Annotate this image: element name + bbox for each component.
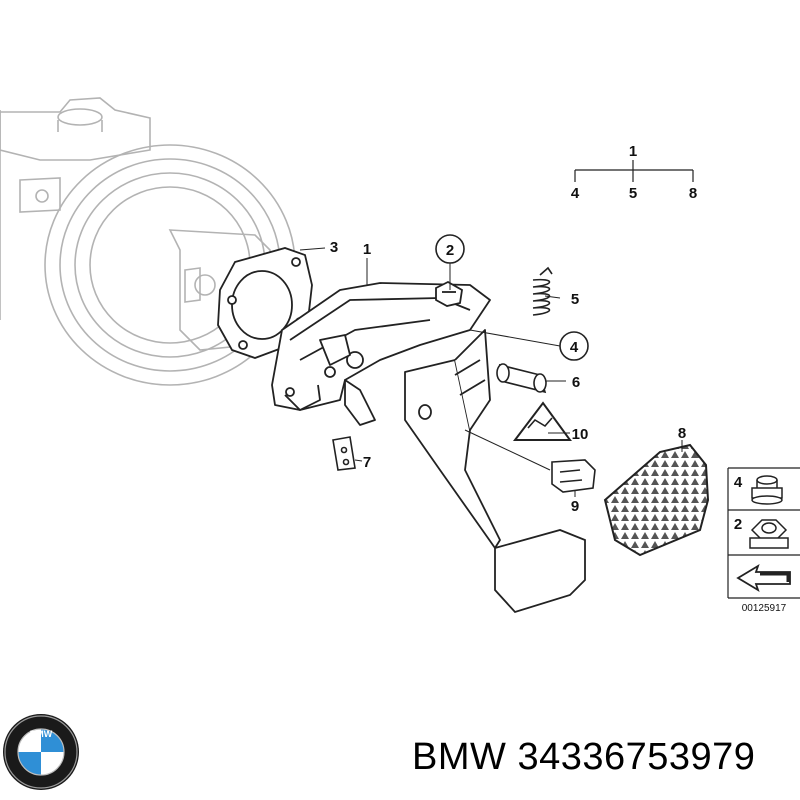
callout-3: 3 [330, 239, 338, 256]
footer-brand: BMW [412, 736, 507, 778]
part-number-caption: BMW 34336753979 [412, 736, 755, 779]
callout-4: 4 [570, 339, 579, 356]
callout-5: 5 [571, 291, 579, 308]
hierarchy-child-label: 8 [689, 185, 697, 202]
diagram-number: 00125917 [742, 603, 787, 614]
hierarchy-child-label: 4 [571, 185, 580, 202]
callout-8: 8 [678, 425, 686, 442]
bushing-part [496, 363, 547, 394]
small-parts-legend: 4 2 00125917 [727, 467, 800, 614]
pedal-pad-rubber [603, 443, 710, 557]
callout-9: 9 [571, 498, 579, 515]
retaining-clip [332, 436, 356, 471]
arrow-icon [736, 563, 791, 593]
pedal-bracket [271, 282, 491, 426]
brake-pedal-pad [494, 529, 586, 614]
bmw-logo: BMW [3, 714, 79, 790]
callout-2: 2 [446, 242, 454, 259]
callout-4-circle [559, 331, 589, 361]
brake-light-switch [464, 429, 596, 493]
hierarchy-child-label: 5 [629, 185, 637, 202]
legend-label-bottom: 2 [734, 516, 742, 533]
legend-label-top: 4 [734, 474, 743, 491]
clip-part [435, 280, 463, 307]
callout-2-circle [435, 234, 465, 264]
part-hierarchy: 1 4 5 8 [571, 143, 697, 202]
callout-6: 6 [572, 374, 580, 391]
footer-part-number: 34336753979 [517, 736, 756, 778]
brake-pedal-arm [404, 329, 501, 549]
warning-triangle [512, 401, 572, 441]
hex-nut-icon [749, 519, 789, 549]
leader-lines [299, 247, 683, 497]
hierarchy-parent-label: 1 [629, 143, 637, 160]
bushing-icon [751, 475, 783, 505]
logo-text: BMW [30, 729, 53, 739]
callouts: 3 1 2 5 4 6 10 8 7 9 [330, 234, 686, 515]
callout-7: 7 [363, 454, 371, 471]
callout-10: 10 [572, 426, 589, 443]
callout-1: 1 [363, 241, 371, 258]
return-spring [532, 266, 553, 316]
